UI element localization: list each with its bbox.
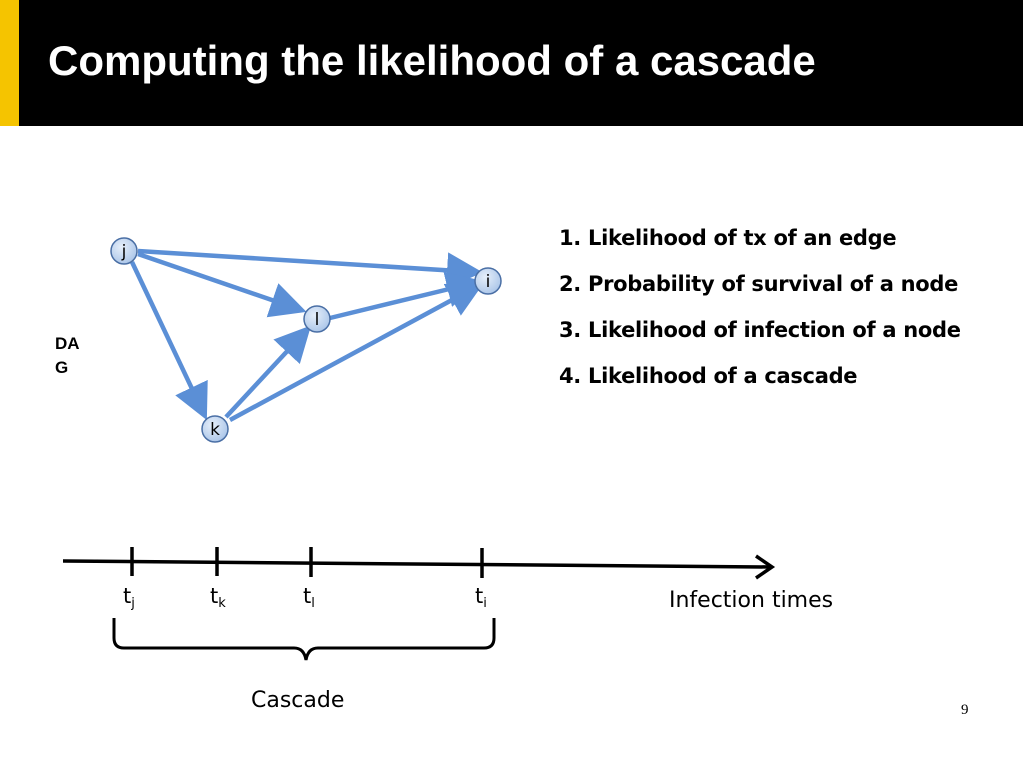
edge-j-l [137,251,307,318]
node-label-k: k [210,420,220,440]
tick-sub: j [131,596,135,611]
list-item: 4. Likelihood of a cascade [559,364,858,388]
node-label-j: j [121,242,127,262]
tick-base: t [210,584,219,608]
edge-j-k [129,261,208,421]
node-j: j [110,237,138,265]
tick-label-tl: tl [303,584,315,616]
node-l: l [303,305,331,333]
dag-label-line-1: DA [55,334,80,353]
edge-k-l [224,325,312,419]
timeline-arrowhead [755,554,776,580]
tick-base: t [123,584,132,608]
page-number: 9 [961,702,969,718]
tick-label-tj: tj [123,584,135,616]
title-bar: Computing the likelihood of a cascade [0,0,1023,126]
tick-label-tk: tk [210,584,226,616]
timeline-axis [62,559,771,569]
cascade-label: Cascade [251,688,345,713]
edge-j-i [137,248,483,289]
dag-label-line-2: G [55,358,69,377]
tick-label-ti: ti [475,584,487,616]
tick-sub: k [218,596,226,611]
list-item: 2. Probability of survival of a node [559,272,959,296]
list-item: 1. Likelihood of tx of an edge [559,226,897,250]
cascade-brace [112,618,496,661]
accent-stripe [0,0,19,126]
edge-l-i [329,271,483,321]
slide-title: Computing the likelihood of a cascade [48,37,816,84]
dag-label: DA G [55,332,95,380]
tick-sub: i [483,596,487,611]
list-item: 3. Likelihood of infection of a node [559,318,961,342]
tick-base: t [303,584,312,608]
likelihood-list: 1. Likelihood of tx of an edge 2. Probab… [559,222,961,406]
dag-edges [129,248,484,422]
node-k: k [201,415,229,443]
tick-sub: l [311,596,315,611]
node-i: i [474,267,502,295]
tick-base: t [475,584,484,608]
edge-k-i [228,282,484,422]
infection-times-label: Infection times [669,588,834,613]
timeline [62,547,776,580]
node-label-i: i [486,272,491,292]
node-label-l: l [315,310,320,330]
